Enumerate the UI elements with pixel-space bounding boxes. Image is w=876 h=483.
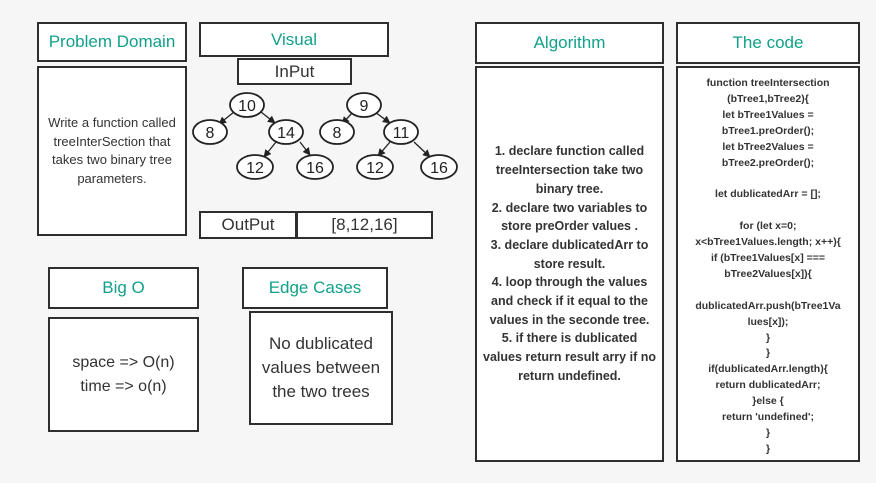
tree1-node-right-left: 12 <box>236 154 274 180</box>
code-text: function treeIntersection (bTree1,bTree2… <box>695 77 841 455</box>
svg-text:10: 10 <box>238 98 256 115</box>
svg-text:12: 12 <box>246 160 264 177</box>
problem-domain-header: Problem Domain <box>37 22 187 62</box>
tree1-node-right: 14 <box>268 119 304 145</box>
problem-domain-text: Write a function called treeInterSection… <box>48 115 176 186</box>
tree1-node-root: 10 <box>229 92 265 118</box>
problem-domain-body: Write a function called treeInterSection… <box>37 66 187 236</box>
svg-text:9: 9 <box>360 98 369 115</box>
svg-text:12: 12 <box>366 160 384 177</box>
tree2-node-right-right: 16 <box>420 154 458 180</box>
algorithm-header: Algorithm <box>475 22 664 64</box>
tree1-edge-right-left <box>263 141 277 158</box>
output-value: [8,12,16] <box>331 215 398 234</box>
svg-text:16: 16 <box>430 160 448 177</box>
edge-cases-body: No dublicated values between the two tre… <box>249 311 393 425</box>
tree2-node-right: 11 <box>383 119 419 145</box>
code-body: function treeIntersection (bTree1,bTree2… <box>676 66 860 462</box>
edge-cases-title: Edge Cases <box>268 278 362 297</box>
algorithm-text: 1. declare function called treeIntersect… <box>483 144 656 383</box>
svg-text:11: 11 <box>393 125 410 142</box>
svg-text:16: 16 <box>306 160 324 177</box>
edge-cases-header: Edge Cases <box>242 267 388 309</box>
code-header: The code <box>676 22 860 64</box>
tree1-edges <box>218 111 311 158</box>
big-o-time: time => o(n) <box>80 377 167 395</box>
big-o-body: space => O(n) time => o(n) <box>48 317 199 432</box>
visual-header: Visual <box>199 22 389 57</box>
big-o-space: space => O(n) <box>72 353 175 371</box>
tree2-node-left: 8 <box>319 119 355 145</box>
tree1-edge-root-left <box>218 111 235 125</box>
edge-cases-text: No dublicated values between the two tre… <box>261 334 381 401</box>
trees-diagram: 10 8 14 12 16 9 8 11 12 16 <box>192 92 458 180</box>
visual-title: Visual <box>271 29 317 49</box>
tree2-edge-right-left <box>377 141 391 157</box>
tree2-node-right-left: 12 <box>356 154 394 180</box>
output-label-box: OutPut <box>199 211 297 239</box>
input-label-box: InPut <box>237 58 352 85</box>
output-label: OutPut <box>221 215 275 234</box>
tree2-edge-right-right <box>413 141 431 158</box>
code-title: The code <box>732 33 804 52</box>
svg-text:14: 14 <box>277 125 295 142</box>
algorithm-title: Algorithm <box>533 33 606 52</box>
svg-text:8: 8 <box>206 125 215 142</box>
big-o-title: Big O <box>102 278 145 297</box>
tree1-node-left: 8 <box>192 119 228 145</box>
input-label: InPut <box>274 61 315 81</box>
tree1-edge-right-right <box>299 141 311 156</box>
tree1-edge-root-right <box>260 111 276 124</box>
tree2-edge-root-right <box>374 111 391 124</box>
problem-domain-title: Problem Domain <box>48 32 176 51</box>
tree1-node-right-right: 16 <box>296 154 334 180</box>
output-value-box: [8,12,16] <box>296 211 433 239</box>
tree2-node-root: 9 <box>346 92 382 118</box>
big-o-header: Big O <box>48 267 199 309</box>
algorithm-body: 1. declare function called treeIntersect… <box>475 66 664 462</box>
svg-text:8: 8 <box>333 125 342 142</box>
